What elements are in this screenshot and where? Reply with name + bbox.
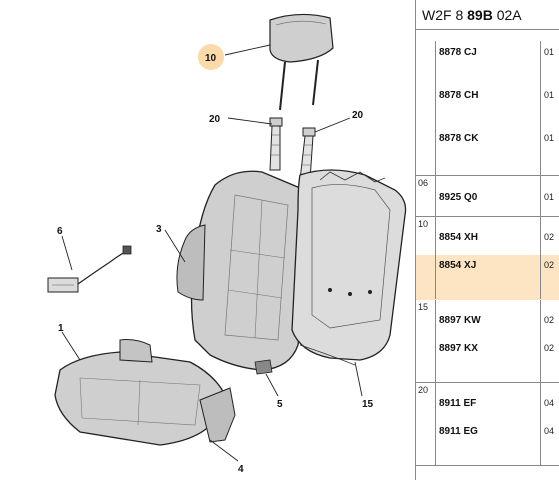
part-qty: 02 — [544, 343, 555, 353]
part-qty: 04 — [544, 426, 555, 436]
part-qty: 02 — [544, 232, 555, 242]
parts-group-1: 8878 CJ 01 8878 CH 01 8878 CK 01 — [416, 41, 559, 176]
header-code: 89B — [467, 7, 493, 23]
part-row[interactable]: 8854 XH 02 — [416, 229, 559, 247]
group-number: 06 — [418, 178, 429, 188]
part-qty: 04 — [544, 398, 555, 408]
part-row[interactable]: 8897 KX 02 — [416, 340, 559, 358]
part-row[interactable]: 8897 KW 02 — [416, 312, 559, 330]
part-row-highlighted[interactable] — [416, 255, 559, 300]
parts-group-15: 15 8897 KW 02 8897 KX 02 — [416, 300, 559, 383]
callout-20-left[interactable]: 20 — [209, 114, 221, 125]
callout-20-right[interactable]: 20 — [352, 110, 364, 121]
callout-10-highlight — [198, 44, 224, 70]
group-number: 20 — [418, 385, 429, 395]
part-number: 8878 CH — [439, 90, 479, 101]
part-row[interactable]: 8854 XJ 02 — [416, 257, 559, 275]
bracket-item — [254, 359, 273, 375]
group-number: 15 — [418, 302, 429, 312]
part-number: 8854 XH — [439, 232, 478, 243]
callout-15[interactable]: 15 — [362, 399, 374, 410]
part-number: 8925 Q0 — [439, 192, 478, 203]
group-number: 10 — [418, 219, 429, 229]
header-suffix: 02A — [496, 7, 522, 23]
part-number: 8854 XJ — [439, 260, 477, 271]
sensor-cable — [47, 245, 132, 293]
seat-cushion — [54, 339, 226, 446]
callout-5[interactable]: 5 — [277, 399, 283, 410]
part-row[interactable]: 8911 EG 04 — [416, 423, 559, 441]
seat-back-cover — [190, 170, 312, 371]
headrest-guide-left — [269, 117, 283, 171]
part-qty: 01 — [544, 192, 555, 202]
parts-group-10: 10 8854 XH 02 8854 XJ 02 — [416, 217, 559, 300]
callout-1[interactable]: 1 — [58, 323, 64, 334]
callout-3[interactable]: 3 — [156, 224, 162, 235]
parts-group-20: 20 8911 EF 04 8911 EG 04 — [416, 383, 559, 466]
callout-6[interactable]: 6 — [57, 226, 63, 237]
leader-lines — [61, 44, 363, 462]
header-prefix: W2F 8 — [422, 7, 464, 23]
part-number: 8911 EF — [439, 398, 477, 409]
callout-4[interactable]: 4 — [238, 464, 244, 475]
parts-list-header: W2F 8 89B 02A — [416, 0, 559, 30]
part-number: 8911 EG — [439, 426, 478, 437]
part-qty: 01 — [544, 47, 555, 57]
part-row[interactable]: 8878 CJ 01 — [416, 44, 559, 62]
parts-group-06: 06 8925 Q0 01 — [416, 176, 559, 217]
seat-exploded-diagram: 10 20 20 6 3 1 5 15 4 — [47, 13, 407, 475]
parts-list-panel: W2F 8 89B 02A 8878 CJ 01 8878 CH 01 8878… — [415, 0, 559, 480]
seat-back-rear-panel — [291, 169, 407, 366]
part-number: 8878 CK — [439, 133, 479, 144]
part-row[interactable]: 8925 Q0 01 — [416, 189, 559, 207]
part-number: 8897 KW — [439, 315, 481, 326]
part-row[interactable]: 8878 CH 01 — [416, 87, 559, 105]
part-row[interactable]: 8878 CK 01 — [416, 130, 559, 148]
part-qty: 02 — [544, 260, 555, 270]
seat-back-side-bolster — [176, 224, 206, 301]
seat-side-trim — [199, 387, 236, 443]
part-row[interactable]: 8911 EF 04 — [416, 395, 559, 413]
callout-10[interactable]: 10 — [205, 53, 217, 64]
part-qty: 01 — [544, 90, 555, 100]
part-number: 8878 CJ — [439, 47, 477, 58]
part-qty: 01 — [544, 133, 555, 143]
part-qty: 02 — [544, 315, 555, 325]
headrest — [269, 13, 334, 111]
part-number: 8897 KX — [439, 343, 478, 354]
